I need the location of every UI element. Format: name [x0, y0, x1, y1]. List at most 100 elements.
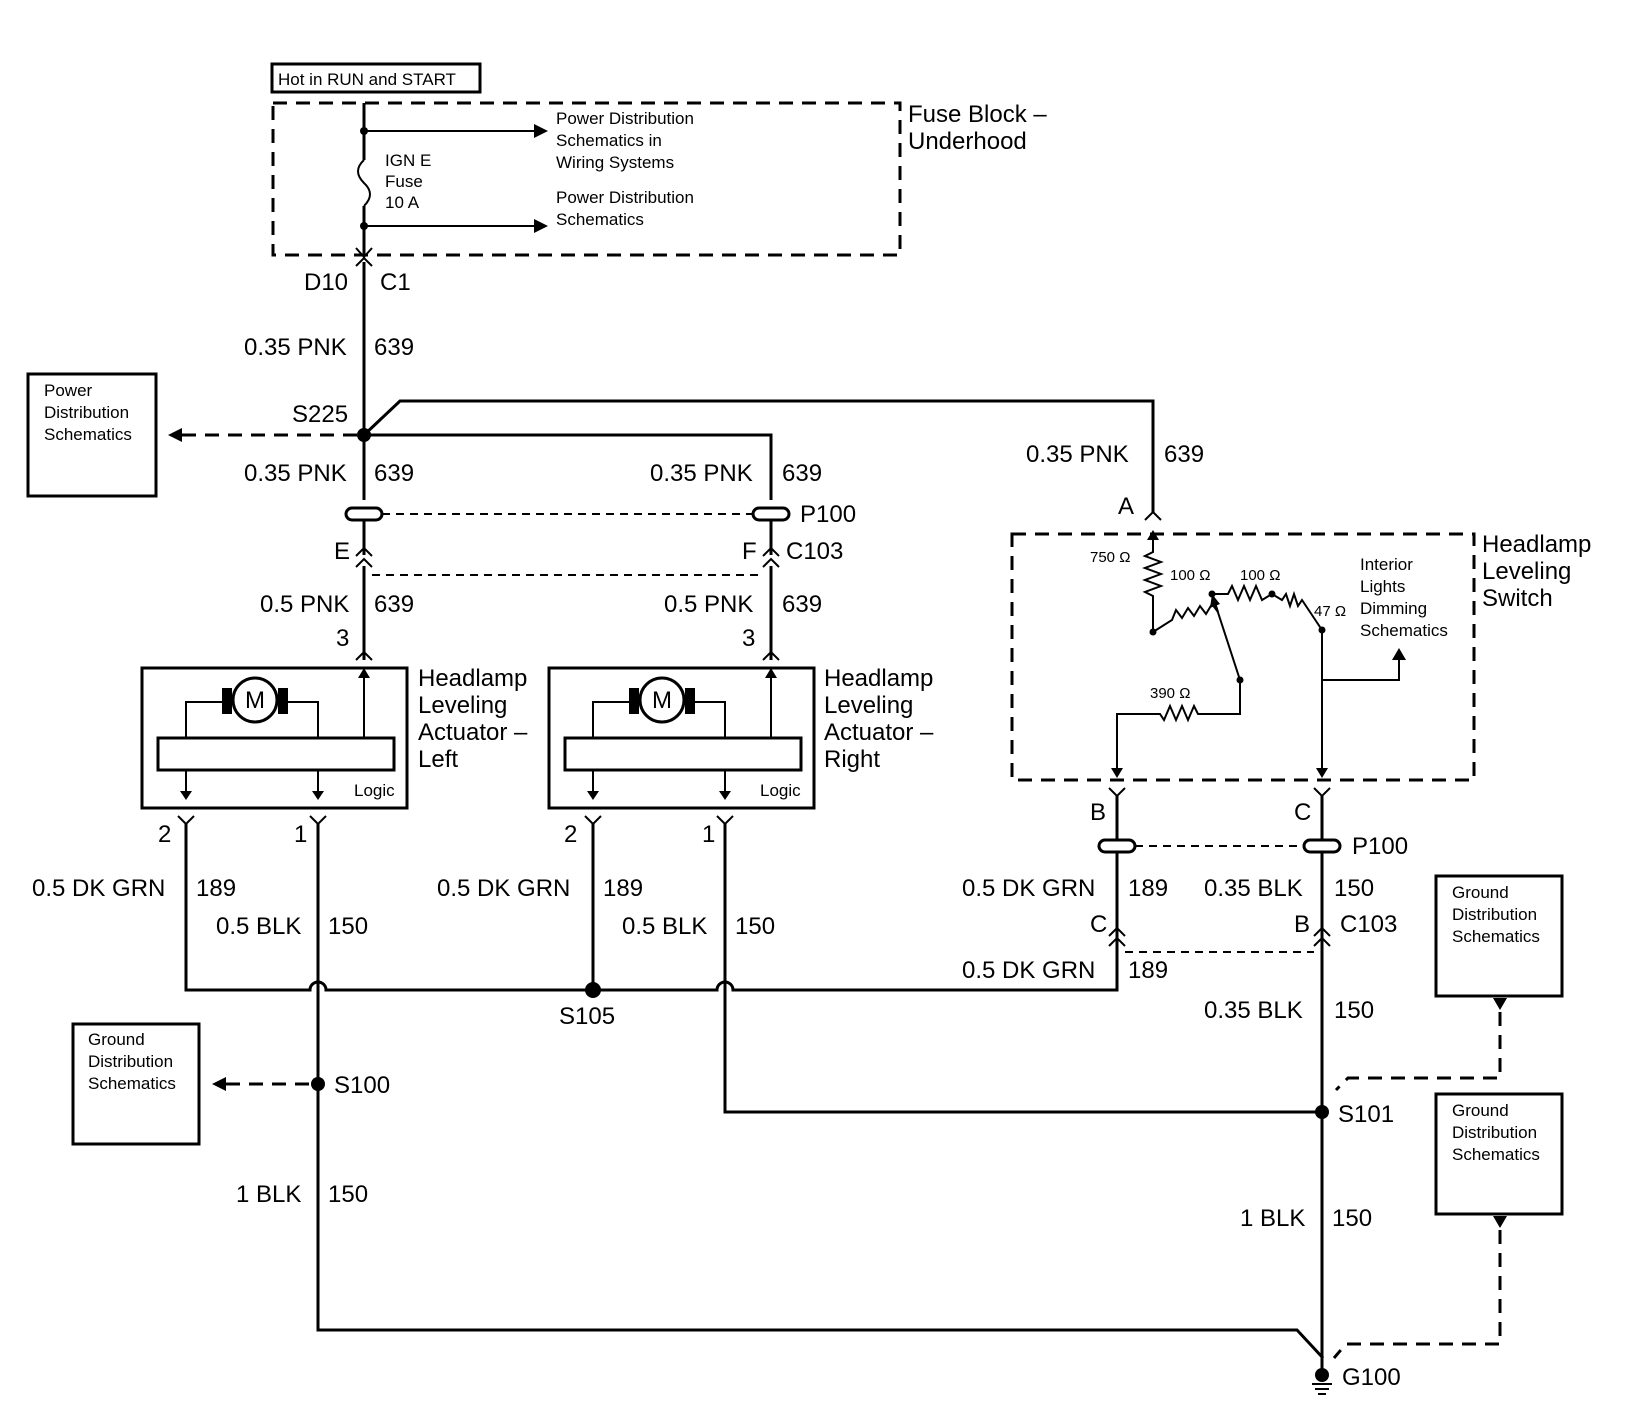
svg-text:639: 639 [1164, 441, 1204, 468]
svg-text:C1: C1 [380, 269, 411, 296]
svg-text:Switch: Switch [1482, 585, 1553, 612]
svg-text:Schematics: Schematics [44, 425, 132, 444]
svg-text:100 Ω: 100 Ω [1170, 567, 1210, 584]
motor-icon [231, 676, 279, 724]
svg-text:Leveling: Leveling [418, 692, 507, 719]
svg-text:Leveling: Leveling [824, 692, 913, 719]
connector-p100-top: P100 [344, 501, 856, 528]
svg-text:1: 1 [702, 821, 715, 848]
svg-text:0.5 BLK: 0.5 BLK [216, 913, 301, 940]
svg-text:Logic: Logic [760, 781, 801, 800]
fuse-block-underhood: Fuse Block – Underhood IGN E Fuse 10 A P… [271, 101, 1047, 257]
wire-150-right-to-s101 [723, 824, 1323, 1114]
svg-text:189: 189 [1128, 875, 1168, 902]
svg-text:150: 150 [1334, 997, 1374, 1024]
fuse-block-title-1: Fuse Block – [908, 101, 1047, 128]
splice-s100: S100 [334, 1072, 390, 1099]
svg-text:D10: D10 [304, 269, 348, 296]
svg-text:Actuator –: Actuator – [418, 719, 528, 746]
svg-text:F: F [742, 538, 757, 565]
svg-text:S225: S225 [292, 401, 348, 428]
svg-text:Interior: Interior [1360, 555, 1413, 574]
svg-text:0.35 PNK: 0.35 PNK [1026, 441, 1129, 468]
svg-text:Wiring Systems: Wiring Systems [556, 153, 674, 172]
svg-text:150: 150 [735, 913, 775, 940]
wire-639-to-switch [362, 399, 1155, 512]
motor-icon [638, 676, 686, 724]
connector-c103-top: E F C103 [334, 538, 843, 576]
svg-text:Lights: Lights [1360, 577, 1405, 596]
actuator-right: M Logic Headlamp Leveling Actuator – Rig… [547, 665, 934, 810]
svg-text:1 BLK: 1 BLK [236, 1181, 301, 1208]
svg-text:0.5 DK GRN: 0.5 DK GRN [962, 957, 1095, 984]
svg-text:E: E [334, 538, 350, 565]
svg-text:Schematics: Schematics [556, 210, 644, 229]
svg-text:Ground: Ground [88, 1030, 145, 1049]
wire-189-left [184, 824, 593, 992]
power-source-label: Hot in RUN and START [270, 62, 482, 94]
svg-text:1: 1 [294, 821, 307, 848]
splice-s105: S105 [559, 1003, 615, 1030]
svg-text:Left: Left [418, 746, 458, 773]
svg-text:0.35 BLK: 0.35 BLK [1204, 875, 1303, 902]
headlamp-leveling-switch: Headlamp Leveling Switch A 750 Ω 100 Ω 1… [1010, 493, 1591, 782]
svg-text:Dimming: Dimming [1360, 599, 1427, 618]
svg-text:0.5 PNK: 0.5 PNK [260, 591, 349, 618]
svg-text:2: 2 [158, 821, 171, 848]
svg-text:C: C [1294, 799, 1311, 826]
svg-text:639: 639 [782, 591, 822, 618]
svg-text:150: 150 [328, 913, 368, 940]
svg-text:Schematics: Schematics [1452, 1145, 1540, 1164]
svg-text:A: A [1118, 493, 1134, 520]
svg-text:B: B [1090, 799, 1106, 826]
svg-text:P100: P100 [1352, 833, 1408, 860]
ground-distribution-ref-left: Ground Distribution Schematics [71, 1022, 316, 1146]
svg-text:Schematics: Schematics [88, 1074, 176, 1093]
svg-text:Fuse: Fuse [385, 172, 423, 191]
svg-text:189: 189 [603, 875, 643, 902]
pin-right-3: 3 [742, 625, 755, 652]
svg-text:0.5 DK GRN: 0.5 DK GRN [32, 875, 165, 902]
power-distribution-ref-box: Power Distribution Schematics [26, 372, 362, 498]
svg-text:100 Ω: 100 Ω [1240, 567, 1280, 584]
svg-text:2: 2 [564, 821, 577, 848]
svg-text:1 BLK: 1 BLK [1240, 1205, 1305, 1232]
svg-text:Power Distribution: Power Distribution [556, 188, 694, 207]
svg-text:390 Ω: 390 Ω [1150, 685, 1190, 702]
svg-text:0.5 DK GRN: 0.5 DK GRN [437, 875, 570, 902]
actuator-left: M Logic Headlamp Leveling Actuator – Lef… [140, 665, 528, 810]
svg-text:Distribution: Distribution [1452, 1123, 1537, 1142]
svg-text:150: 150 [328, 1181, 368, 1208]
svg-text:Distribution: Distribution [44, 403, 129, 422]
svg-text:Schematics: Schematics [1360, 621, 1448, 640]
svg-text:0.5 PNK: 0.5 PNK [664, 591, 753, 618]
svg-text:Ground: Ground [1452, 1101, 1509, 1120]
svg-text:C103: C103 [786, 538, 843, 565]
svg-text:0.5 BLK: 0.5 BLK [622, 913, 707, 940]
svg-text:0.35 PNK: 0.35 PNK [650, 460, 753, 487]
svg-text:G100: G100 [1342, 1364, 1401, 1391]
svg-text:Schematics in: Schematics in [556, 131, 662, 150]
svg-text:0.35 BLK: 0.35 BLK [1204, 997, 1303, 1024]
svg-text:150: 150 [1334, 875, 1374, 902]
connector-c103-right: C B C103 [1090, 911, 1397, 953]
wire-label-pnk: 0.35 PNK [244, 334, 347, 361]
svg-text:C: C [1090, 911, 1107, 938]
svg-text:B: B [1294, 911, 1310, 938]
svg-text:M: M [652, 687, 672, 714]
svg-text:P100: P100 [800, 501, 856, 528]
svg-text:C103: C103 [1340, 911, 1397, 938]
fuse-block-title-2: Underhood [908, 128, 1027, 155]
wire-150-left-ground [316, 824, 1325, 1360]
svg-text:189: 189 [1128, 957, 1168, 984]
svg-text:Right: Right [824, 746, 880, 773]
svg-text:47 Ω: 47 Ω [1314, 603, 1346, 620]
svg-text:M: M [245, 687, 265, 714]
wire-circuit: 639 [374, 334, 414, 361]
svg-text:Headlamp: Headlamp [1482, 531, 1591, 558]
svg-text:Distribution: Distribution [1452, 905, 1537, 924]
svg-text:Distribution: Distribution [88, 1052, 173, 1071]
connector-d10-c1: D10 C1 [304, 247, 411, 296]
ground-distribution-ref-right-top: Ground Distribution Schematics [1334, 874, 1564, 1092]
